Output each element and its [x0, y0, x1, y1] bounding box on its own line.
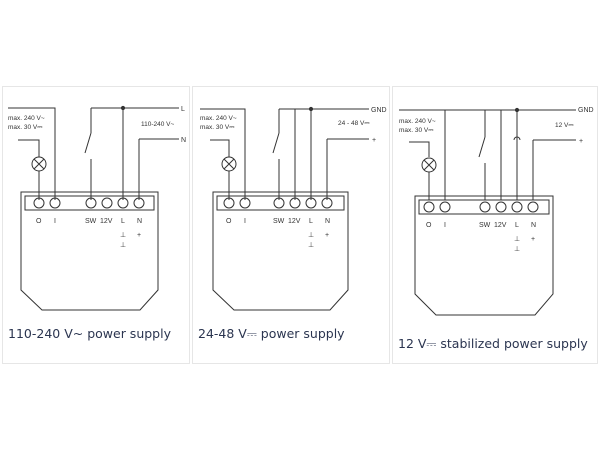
line-label-bottom: +: [579, 138, 583, 145]
terminal-label: N: [137, 218, 142, 225]
line-label-bottom: N: [181, 137, 186, 144]
terminal-12V: [101, 197, 113, 209]
terminal-N: [133, 197, 145, 209]
terminal-label: N: [531, 222, 536, 229]
terminal-label: O: [226, 218, 232, 225]
caption-110-240v: 110-240 V~ power supply: [8, 326, 171, 341]
terminal-12V: [289, 197, 301, 209]
terminal-label: L: [309, 218, 313, 225]
terminal-L: [117, 197, 129, 209]
ground-mark: ⊥: [120, 232, 126, 239]
terminal-label: SW: [273, 218, 285, 225]
load-label-ac: max. 240 V~: [399, 118, 436, 125]
terminal-SW: [273, 197, 285, 209]
line-label-top: L: [181, 106, 185, 113]
switch-icon: [84, 108, 92, 200]
terminal-label: O: [426, 222, 432, 229]
ground-mark: ⊥: [308, 232, 314, 239]
wire-crossover: [513, 136, 521, 141]
load-label-dc: max. 30 V⎓: [399, 127, 433, 134]
wiring-diagram-2: max. 240 V~ max. 30 V⎓ 24 - 48 V⎓ GND + …: [200, 106, 387, 311]
ground-mark: ⊥: [308, 242, 314, 249]
terminal-SW: [85, 197, 97, 209]
terminal-N: [527, 201, 539, 213]
terminal-block: [418, 199, 550, 215]
caption-12v: 12 V⎓ stabilized power supply: [398, 336, 588, 351]
line-label-bottom: +: [372, 137, 376, 144]
terminal-label: I: [444, 222, 446, 229]
ground-mark: ⊥: [514, 236, 520, 243]
wire-load-to-lamp: [210, 139, 230, 157]
terminal-O: [33, 197, 45, 209]
terminal-label: 12V: [494, 222, 507, 229]
terminal-N: [321, 197, 333, 209]
wiring-diagram-1: max. 240 V~ max. 30 V⎓ 110-240 V~ L N O …: [8, 105, 186, 311]
terminal-block: [24, 195, 155, 211]
load-label-ac: max. 240 V~: [200, 115, 237, 122]
terminal-I: [49, 197, 61, 209]
switch-icon: [272, 109, 280, 200]
wiring-diagram-3: max. 240 V~ max. 30 V⎓ 12 V⎓ GND + O I S…: [399, 107, 594, 316]
terminal-L: [305, 197, 317, 209]
wire-load: [8, 107, 56, 200]
load-label-ac: max. 240 V~: [8, 115, 45, 122]
device-body: [212, 191, 349, 311]
ground-mark: ⊥: [120, 242, 126, 249]
plus-mark: +: [531, 236, 535, 243]
terminal-label: SW: [479, 222, 491, 229]
wire-load: [200, 108, 246, 200]
plus-mark: +: [325, 232, 329, 239]
line-label-top: GND: [371, 107, 387, 114]
diagram-panel-12v: max. 240 V~ max. 30 V⎓ 12 V⎓ GND + O I S…: [392, 86, 598, 364]
terminal-block: [216, 195, 345, 211]
terminal-O: [423, 201, 435, 213]
terminal-label: N: [325, 218, 330, 225]
supply-range-label: 12 V⎓: [555, 122, 574, 129]
terminal-label: I: [244, 218, 246, 225]
diagram-panel-110-240v: max. 240 V~ max. 30 V⎓ 110-240 V~ L N O …: [2, 86, 190, 364]
terminal-I: [239, 197, 251, 209]
terminal-label: O: [36, 218, 42, 225]
terminal-label: I: [54, 218, 56, 225]
supply-range-label: 110-240 V~: [141, 121, 175, 128]
device-body: [414, 195, 554, 316]
ground-mark: ⊥: [514, 246, 520, 253]
terminal-label: L: [515, 222, 519, 229]
terminal-label: 12V: [288, 218, 301, 225]
terminal-O: [223, 197, 235, 209]
line-label-top: GND: [578, 107, 594, 114]
switch-icon: [478, 110, 486, 200]
terminal-label: SW: [85, 218, 97, 225]
terminal-SW: [479, 201, 491, 213]
device-body: [20, 191, 159, 311]
load-label-dc: max. 30 V⎓: [200, 124, 234, 131]
diagram-panel-24-48v: max. 240 V~ max. 30 V⎓ 24 - 48 V⎓ GND + …: [192, 86, 390, 364]
terminal-label: L: [121, 218, 125, 225]
wire-load-to-lamp: [409, 141, 430, 157]
terminal-label: 12V: [100, 218, 113, 225]
supply-range-label: 24 - 48 V⎓: [338, 120, 370, 127]
terminal-12V: [495, 201, 507, 213]
caption-24-48v: 24-48 V⎓ power supply: [198, 326, 345, 341]
terminal-L: [511, 201, 523, 213]
wire-load-to-lamp: [18, 139, 40, 157]
load-label-dc: max. 30 V⎓: [8, 124, 42, 131]
plus-mark: +: [137, 232, 141, 239]
terminal-I: [439, 201, 451, 213]
